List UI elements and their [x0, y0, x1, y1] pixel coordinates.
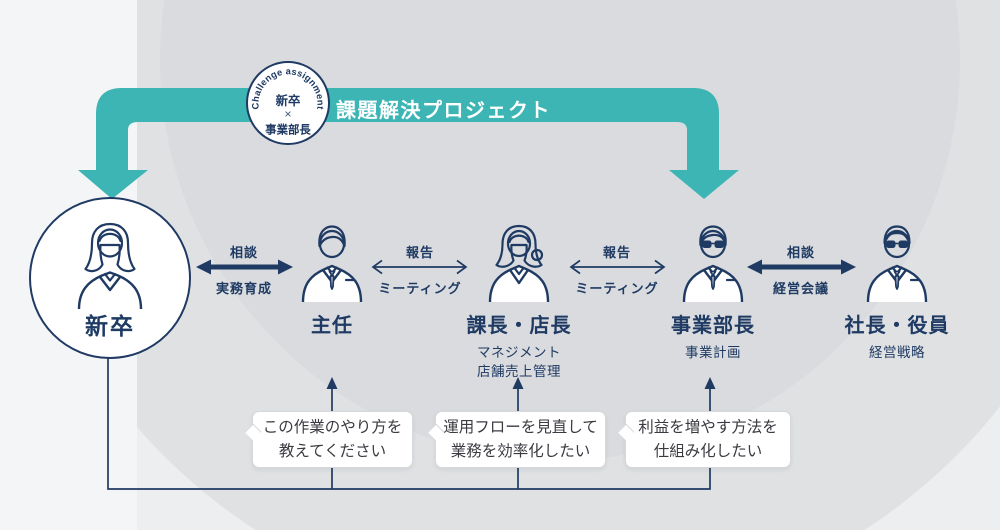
person-subtitle-president-executives: 経営戦略 [869, 345, 925, 360]
report-meeting-arrow-2 [569, 259, 666, 275]
badge-cross-icon: × [284, 107, 291, 121]
person-label-division-manager: 事業部長 [671, 315, 755, 337]
male-glasses-senior-person-icon [866, 225, 928, 302]
project-assignment-arrow [78, 88, 739, 199]
badge-top-text: 新卒 [276, 93, 301, 108]
consult-board-meeting-arrow [747, 259, 856, 275]
project-banner-title: 課題解決プロジェクト [336, 100, 551, 122]
person-chief: 主任 [262, 222, 402, 338]
speech-bubble-profit: 利益を増やす方法を 仕組み化したい [625, 411, 791, 468]
female-bun-person-icon [488, 224, 550, 302]
relation-label-practical-training: 実務育成 [215, 281, 273, 296]
relation-label-report-1: 報告 [405, 245, 435, 260]
person-president-executives: 社長・役員 経営戦略 [827, 222, 967, 362]
challenge-assignment-badge: Challenge assignment 新卒 × 事業部長 [246, 61, 330, 145]
person-division-manager: 事業部長 事業計画 [643, 222, 783, 362]
badge-bottom-text: 事業部長 [265, 122, 311, 136]
person-label-president-executives: 社長・役員 [844, 315, 950, 337]
person-section-store-manager: 課長・店長 マネジメント 店舗売上管理 [449, 222, 589, 381]
person-label-chief: 主任 [311, 315, 353, 337]
speech-bubble-workflow: 運用フローを見直して 業務を効率化したい [435, 411, 606, 468]
male-suit-person-icon [301, 225, 363, 302]
female-long-hair-person-icon [77, 222, 143, 309]
relation-label-board-meeting: 経営会議 [772, 281, 830, 296]
person-subtitle-division-manager: 事業計画 [685, 345, 741, 360]
relation-label-meeting-1: ミーティング [378, 281, 462, 296]
consult-training-arrow [196, 259, 293, 275]
report-meeting-arrow-1 [371, 259, 468, 275]
person-new-grad: 新卒 [29, 197, 191, 359]
male-glasses-person-icon [682, 225, 744, 302]
relation-label-consult: 相談 [229, 245, 259, 260]
relation-label-report-2: 報告 [602, 245, 632, 260]
relation-label-consult-2: 相談 [786, 245, 816, 260]
relation-label-meeting-2: ミーティング [575, 281, 659, 296]
person-label-section-store-manager: 課長・店長 [466, 315, 572, 337]
person-subtitle-section-store-manager: マネジメント 店舗売上管理 [477, 345, 561, 379]
person-label-new-grad: 新卒 [85, 313, 135, 339]
speech-bubble-how-to: この作業のやり方を 教えてください [252, 411, 413, 468]
